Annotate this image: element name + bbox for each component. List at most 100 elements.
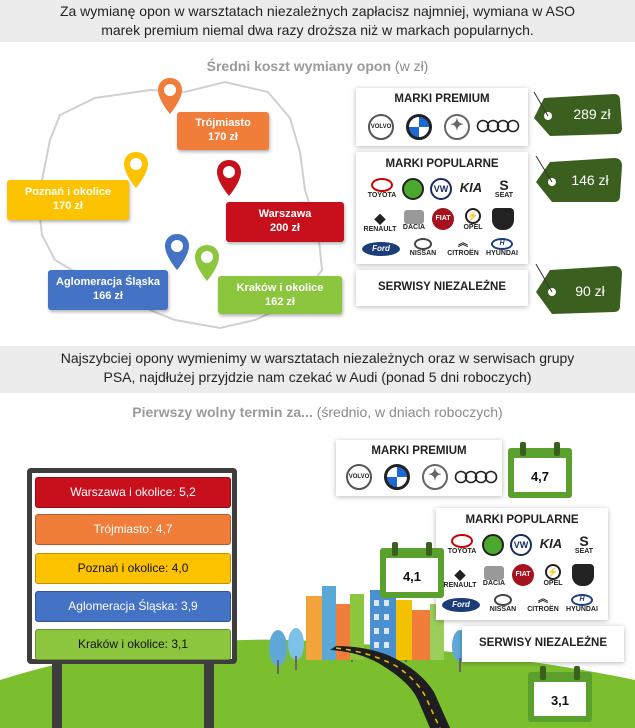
pin-slask-icon — [165, 234, 189, 270]
mid-banner-line1: Najszybciej opony wymienimy w warsztatac… — [60, 350, 575, 366]
mid-banner-line2: PSA, najdłużej przyjdzie nam czekać w Au… — [103, 369, 532, 385]
calendar-popular-icon — [380, 542, 444, 598]
calendar-independent-icon — [528, 666, 592, 722]
city-box-trojmiasto: Trójmiasto 170 zł — [177, 112, 269, 150]
board-post-left — [52, 660, 62, 728]
opel-logo-icon: ⚡OPEL — [538, 564, 568, 587]
top-banner: Za wymianę opon w warsztatach niezależny… — [0, 0, 635, 42]
independent-card-wait: SERWISY NIEZALEŻNE — [462, 626, 624, 662]
city-name: Kraków i okolice — [236, 282, 324, 294]
opel-logo-icon: ⚡OPEL — [458, 208, 488, 231]
bmw-logo-icon — [406, 114, 432, 140]
independent-title-wait: SERWISY NIEZALEŻNE — [478, 637, 607, 649]
city-buildings-icon — [306, 586, 444, 660]
citroen-logo-icon: ︽CITROËN — [527, 594, 559, 613]
toyota-logo-icon: TOYOTA — [444, 534, 480, 555]
price-premium: 289 zł — [573, 106, 611, 122]
price-popular: 146 zł — [571, 172, 609, 188]
popular-title-wait: MARKI POPULARNE — [465, 514, 579, 526]
nissan-logo-icon: NISSAN — [406, 238, 440, 257]
wait-row-krakow: Kraków i okolice: 3,1 — [35, 629, 231, 660]
city-value: 166 zł — [93, 290, 123, 302]
price-tag-premium-icon — [533, 91, 622, 136]
city-box-slask: Aglomeracja Śląska 166 zł — [48, 270, 168, 310]
city-name: Trójmiasto — [195, 117, 251, 129]
wait-popular-value: 4,1 — [402, 569, 422, 584]
city-value: 170 zł — [53, 200, 83, 212]
mid-banner: Najszybciej opony wymienimy w warsztatac… — [0, 346, 635, 393]
mercedes-logo-icon: ✦ — [422, 464, 448, 490]
premium-brands-card-wait: MARKI PREMIUM VOLVO ✦ — [336, 440, 502, 496]
nissan-logo-icon: NISSAN — [486, 594, 520, 613]
cost-title-text: Średni koszt wymiany opon — [206, 58, 392, 74]
citroen-logo-icon: ︽CITROËN — [447, 238, 479, 257]
city-value: 162 zł — [265, 296, 295, 308]
kia-logo-icon: KIA — [459, 180, 483, 195]
city-name: Poznań i okolice — [24, 186, 112, 198]
vw-logo-icon: VW — [510, 534, 532, 556]
wait-row-slask: Aglomeracja Śląska: 3,9 — [35, 591, 231, 622]
city-box-poznan: Poznań i okolice 170 zł — [7, 180, 129, 220]
top-banner-line1: Za wymianę opon w warsztatach niezależny… — [59, 3, 576, 19]
wait-row-poznan: Poznań i okolice: 4,0 — [35, 553, 231, 584]
bmw-logo-icon — [384, 464, 410, 490]
wait-section-title: Pierwszy wolny termin za... (średnio, w … — [0, 404, 635, 420]
peugeot-logo-icon — [572, 564, 594, 586]
pin-warszawa-icon — [217, 160, 241, 196]
city-name: Warszawa — [258, 208, 312, 220]
city-value: 170 zł — [208, 131, 238, 143]
price-tag-independent-icon — [535, 263, 622, 314]
wait-row-warszawa: Warszawa i okolice: 5,2 — [35, 477, 231, 508]
wait-title-sub: (średnio, w dniach roboczych) — [316, 404, 503, 420]
premium-brands-card: MARKI PREMIUM VOLVO ✦ — [356, 88, 528, 146]
skoda-logo-icon — [482, 534, 504, 556]
wait-premium-value: 4,7 — [530, 469, 550, 484]
calendar-premium-icon — [508, 442, 572, 498]
top-banner-line2: marek premium niemal dwa razy droższa ni… — [101, 22, 534, 38]
independent-card: SERWISY NIEZALEŻNE — [356, 270, 528, 306]
board-post-right — [204, 660, 214, 728]
cost-section-title: Średni koszt wymiany opon (w zł) — [0, 58, 635, 74]
independent-title: SERWISY NIEZALEŻNE — [377, 281, 506, 293]
mercedes-logo-icon: ✦ — [444, 114, 470, 140]
city-box-warszawa: Warszawa 200 zł — [226, 202, 344, 242]
city-name: Aglomeracja Śląska — [56, 276, 160, 288]
dacia-logo-icon: DACIA — [400, 210, 428, 231]
price-independent: 90 zł — [575, 283, 605, 299]
city-value: 200 zł — [270, 222, 300, 234]
peugeot-logo-icon — [492, 208, 514, 230]
premium-title: MARKI PREMIUM — [394, 93, 490, 105]
renault-logo-icon: ◆RENAULT — [363, 210, 397, 233]
vw-logo-icon: VW — [430, 178, 452, 200]
wait-title-text: Pierwszy wolny termin za... — [132, 404, 313, 420]
ford-logo-icon: Ford — [442, 598, 480, 612]
wait-independent-value: 3,1 — [550, 693, 570, 708]
volvo-logo-icon: VOLVO — [346, 464, 372, 490]
ford-logo-icon: Ford — [362, 242, 400, 256]
kia-logo-icon: KIA — [539, 536, 563, 551]
audi-logo-icon — [454, 470, 498, 484]
skoda-logo-icon — [402, 178, 424, 200]
fiat-logo-icon: FIAT — [512, 564, 534, 586]
renault-logo-icon: ◆RENAULT — [443, 566, 477, 589]
volvo-logo-icon: VOLVO — [368, 114, 394, 140]
audi-logo-icon — [476, 119, 520, 133]
toyota-logo-icon: TOYOTA — [364, 178, 400, 199]
premium-title-wait: MARKI PREMIUM — [371, 445, 467, 457]
pin-trojmiasto-icon — [158, 78, 182, 114]
dacia-logo-icon: DACIA — [480, 566, 508, 587]
popular-title: MARKI POPULARNE — [385, 158, 499, 170]
wait-row-trojmiasto: Trójmiasto: 4,7 — [35, 514, 231, 545]
city-box-krakow: Kraków i okolice 162 zł — [218, 276, 342, 314]
pin-krakow-icon — [195, 245, 219, 281]
fiat-logo-icon: FIAT — [432, 208, 454, 230]
cost-title-unit: (w zł) — [394, 58, 429, 74]
price-tag-popular-icon — [535, 155, 622, 202]
pin-poznan-icon — [124, 152, 148, 188]
